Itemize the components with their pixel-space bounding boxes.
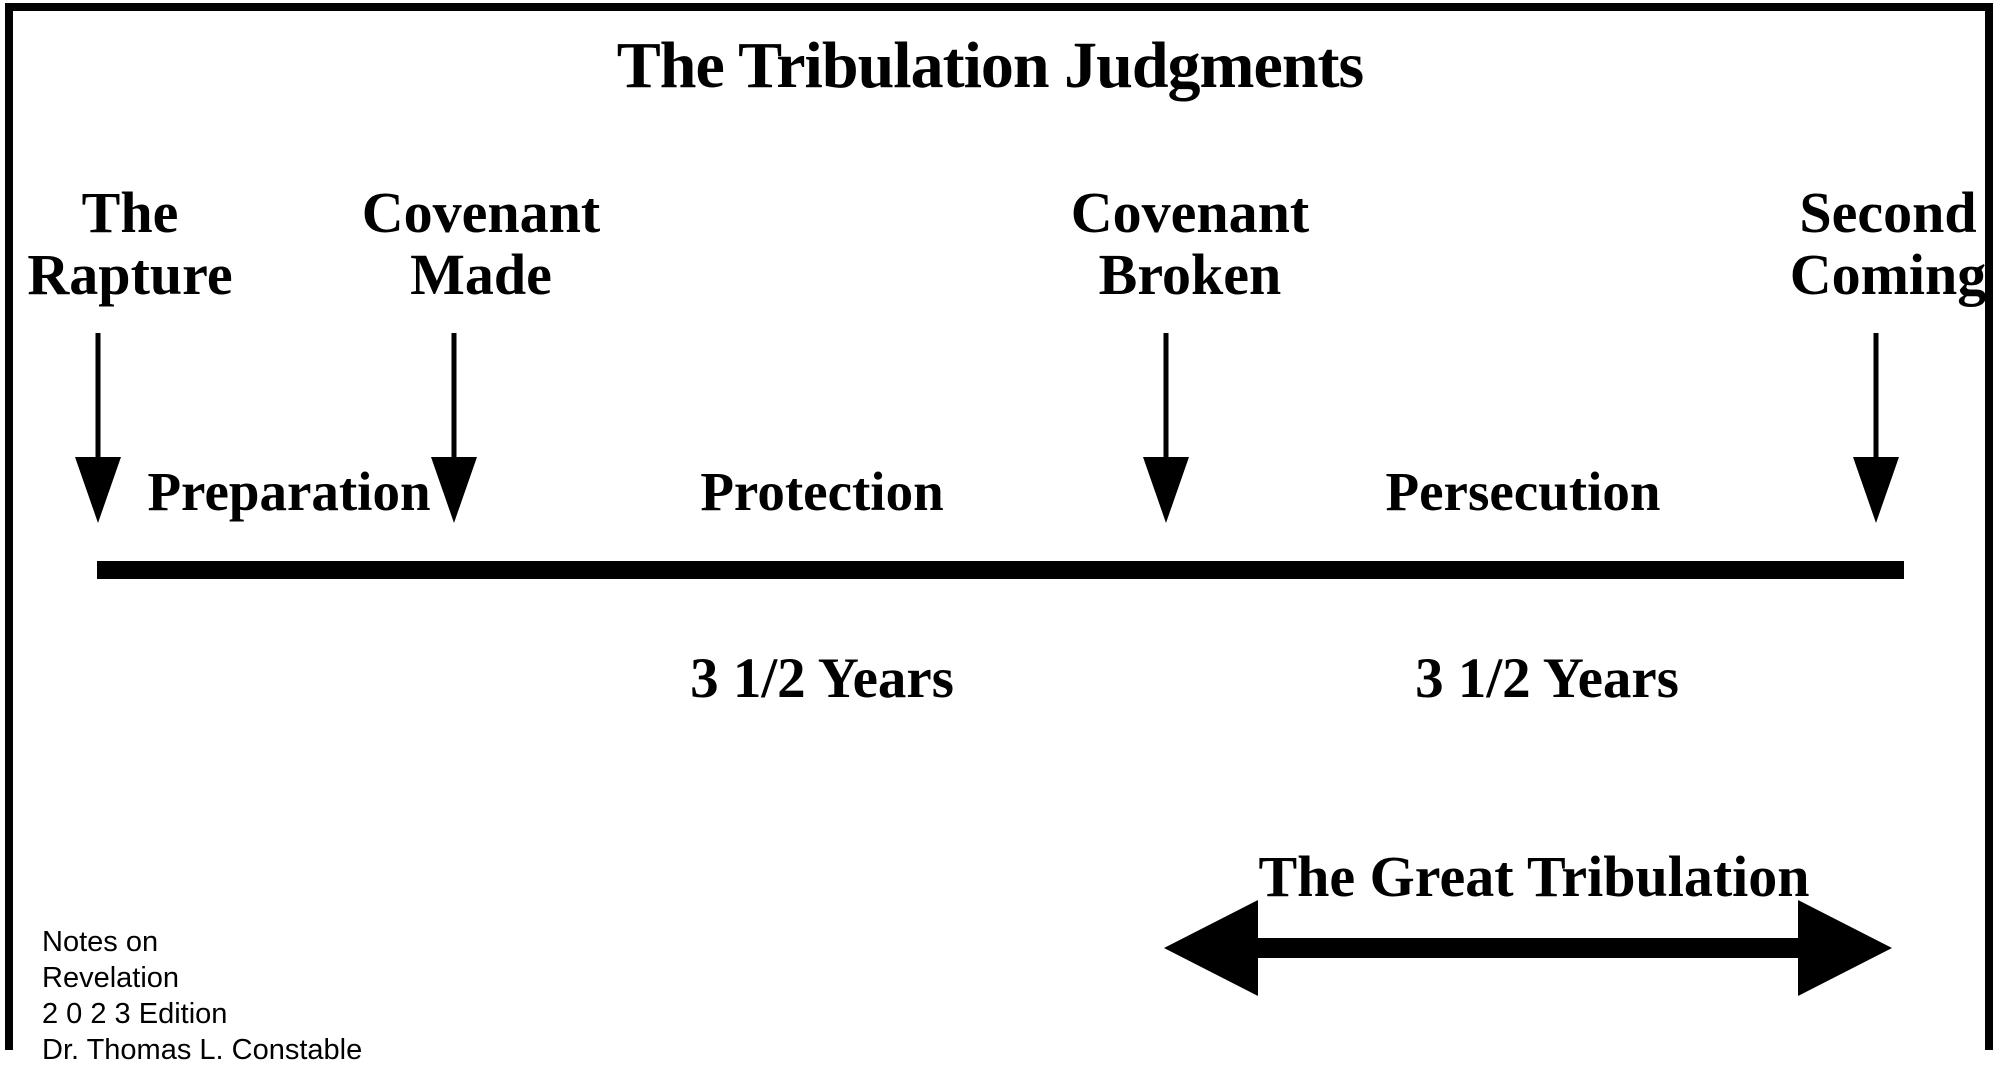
segment-label-protection: Protection (700, 461, 944, 522)
down-arrow-icon (431, 333, 477, 523)
down-arrow-icon (75, 333, 121, 523)
credits-line: Dr. Thomas L. Constable (42, 1034, 363, 1066)
great-tribulation-label: The Great Tribulation (1258, 844, 1810, 909)
event-label-line: Coming (1789, 242, 1987, 307)
event-label-covenant-made: Covenant Made (362, 182, 600, 306)
down-arrow-icon (1143, 333, 1189, 523)
segment-label-persecution: Persecution (1385, 461, 1661, 522)
event-label-line: The (81, 180, 179, 245)
down-arrow-icon (1853, 333, 1899, 523)
credits-line: 2 0 2 3 Edition (42, 998, 228, 1030)
timeline-bar (97, 561, 1904, 579)
event-label-line: Covenant (361, 180, 601, 245)
diagram-border (5, 3, 1993, 1050)
credits-block: Notes on Revelation 2 0 2 3 Edition Dr. … (42, 924, 362, 1068)
event-label-rapture: The Rapture (27, 182, 232, 306)
double-headed-arrow-icon (1164, 900, 1892, 996)
event-label-line: Covenant (1070, 180, 1310, 245)
event-label-line: Broken (1098, 242, 1282, 307)
event-label-line: Second (1799, 180, 1977, 245)
event-label-line: Rapture (27, 242, 233, 307)
duration-label-second-half: 3 1/2 Years (1415, 647, 1679, 710)
diagram-title: The Tribulation Judgments (616, 29, 1364, 102)
credits-line: Revelation (42, 962, 180, 994)
credits-line: Notes on (42, 926, 159, 958)
duration-label-first-half: 3 1/2 Years (690, 647, 954, 710)
event-label-covenant-broken: Covenant Broken (1071, 182, 1309, 306)
event-label-second-coming: Second Coming (1790, 182, 1987, 306)
event-label-line: Made (410, 242, 552, 307)
segment-label-preparation: Preparation (147, 461, 431, 522)
